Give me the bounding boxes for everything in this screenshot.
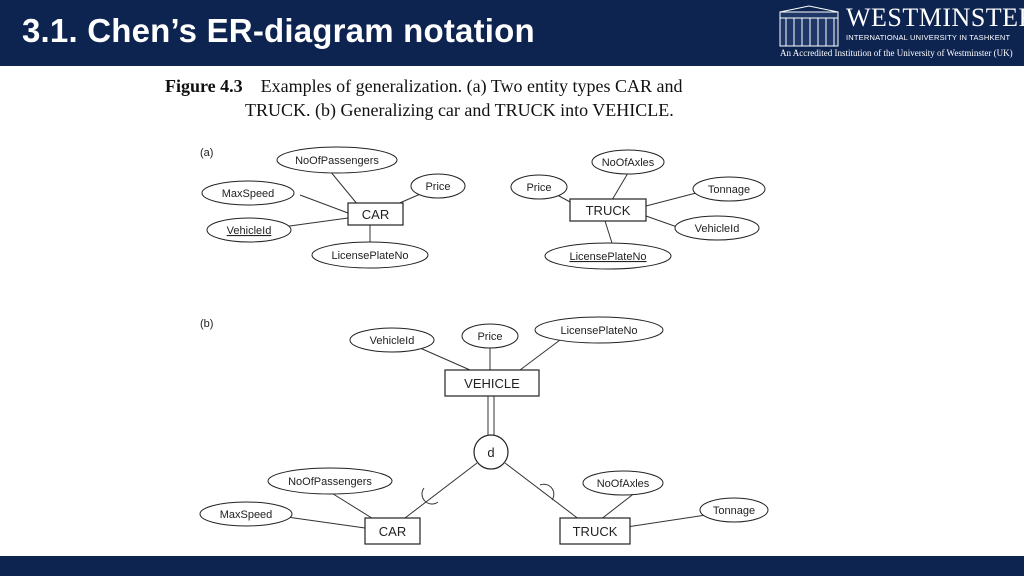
panel-a-truck-attr-tonnage: Tonnage — [692, 176, 766, 202]
panel-a-car-attr-vehicleid-key: VehicleId — [206, 217, 292, 243]
panel-a-car-attr-maxspeed: MaxSpeed — [201, 180, 295, 206]
panel-a-truck-attr-price: Price — [510, 174, 568, 200]
svg-text:NoOfAxles: NoOfAxles — [597, 478, 650, 490]
panel-a-car-entity: CAR — [347, 202, 404, 226]
svg-text:Tonnage: Tonnage — [708, 184, 750, 196]
figure-number: Figure 4.3 — [165, 76, 243, 96]
panel-b-car-entity: CAR — [364, 517, 421, 545]
svg-text:MaxSpeed: MaxSpeed — [222, 188, 275, 200]
svg-text:NoOfPassengers: NoOfPassengers — [288, 476, 372, 488]
panel-b-car-attr-maxspeed: MaxSpeed — [199, 501, 293, 527]
footer-bar — [0, 556, 1024, 576]
figure-caption-line1: Figure 4.3 Examples of generalization. (a… — [165, 76, 682, 97]
header-bar — [0, 0, 1024, 66]
svg-text:Price: Price — [477, 331, 502, 343]
panel-a-label: (a) — [200, 147, 213, 159]
svg-text:Price: Price — [425, 181, 450, 193]
panel-b-truck-attr-noofaxles: NoOfAxles — [582, 470, 664, 496]
panel-b-truck-entity: TRUCK — [559, 517, 631, 545]
panel-b-vehicle-attr-vehicleid: VehicleId — [349, 327, 435, 353]
slide-title: 3.1. Chen’s ER-diagram notation — [22, 12, 535, 49]
logo-subtitle: INTERNATIONAL UNIVERSITY IN TASHKENT — [846, 33, 1011, 42]
svg-text:VehicleId: VehicleId — [370, 335, 415, 347]
panel-b-vehicle-entity: VEHICLE — [444, 369, 540, 397]
svg-text:VehicleId: VehicleId — [695, 223, 740, 235]
svg-text:Tonnage: Tonnage — [713, 505, 755, 517]
logo-name: WESTMINSTER — [846, 3, 1024, 32]
svg-text:LicensePlateNo: LicensePlateNo — [560, 325, 637, 337]
panel-a-car-attr-licenseplateno: LicensePlateNo — [311, 241, 429, 269]
panel-a-car-label: CAR — [362, 207, 389, 222]
panel-b-truck-attr-tonnage: Tonnage — [699, 497, 769, 523]
svg-text:d: d — [487, 445, 494, 460]
panel-b-car-label: CAR — [379, 524, 406, 539]
svg-text:LicensePlateNo: LicensePlateNo — [331, 250, 408, 262]
university-crest-logo — [779, 5, 839, 47]
panel-a-car-attr-noofpassengers: NoOfPassengers — [276, 146, 398, 174]
svg-text:NoOfPassengers: NoOfPassengers — [295, 155, 379, 167]
panel-b-car-attr-noofpassengers: NoOfPassengers — [267, 467, 393, 495]
svg-text:MaxSpeed: MaxSpeed — [220, 509, 273, 521]
panel-b-truck-label: TRUCK — [573, 524, 618, 539]
figure-caption-line2: TRUCK. (b) Generalizing car and TRUCK in… — [245, 100, 674, 120]
caption-text-1: Examples of generalization. (a) Two enti… — [260, 76, 683, 96]
panel-b-vehicle-label: VEHICLE — [464, 376, 520, 391]
panel-a-truck-attr-noofaxles: NoOfAxles — [591, 149, 665, 175]
panel-a-truck-label: TRUCK — [586, 203, 631, 218]
panel-a-truck-attr-licenseplateno-key: LicensePlateNo — [544, 242, 672, 270]
svg-text:LicensePlateNo: LicensePlateNo — [569, 251, 646, 263]
panel-b-label: (b) — [200, 318, 213, 330]
disjoint-specialization-circle: d — [473, 434, 509, 470]
panel-b-vehicle-attr-licenseplateno: LicensePlateNo — [534, 316, 664, 344]
logo-accreditation: An Accredited Institution of the Univers… — [780, 48, 1013, 58]
panel-b-vehicle-attr-price: Price — [461, 323, 519, 349]
svg-text:NoOfAxles: NoOfAxles — [602, 157, 655, 169]
building-illustration-icon — [779, 5, 839, 47]
panel-a-truck-entity: TRUCK — [569, 198, 647, 222]
panel-a-truck-attr-vehicleid: VehicleId — [674, 215, 760, 241]
svg-text:Price: Price — [526, 182, 551, 194]
panel-a-car-attr-price: Price — [410, 173, 466, 199]
svg-text:VehicleId: VehicleId — [227, 225, 272, 237]
